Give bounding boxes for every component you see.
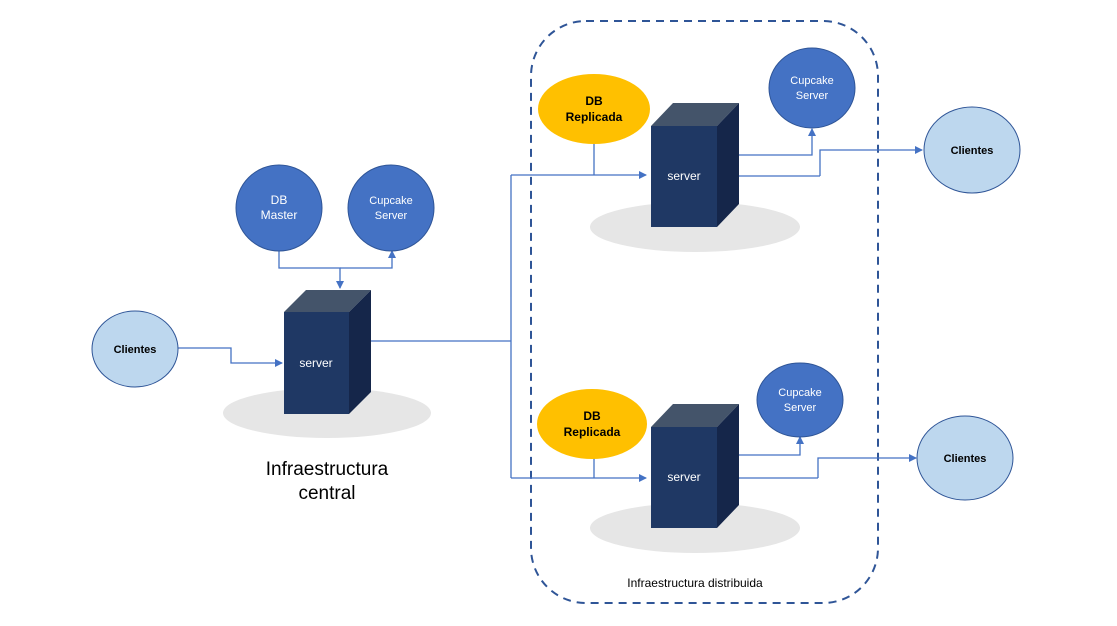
central-server-front	[284, 312, 349, 414]
bottom-clients-node: Clientes	[916, 415, 1014, 501]
top-clients-node: Clientes	[923, 106, 1021, 194]
connector-bottom-clients-out	[817, 454, 917, 478]
top-db-replica-line1: DB	[585, 94, 603, 108]
top-cupcake-line1: Cupcake	[790, 75, 833, 87]
bottom-clients-label: Clientes	[944, 453, 987, 465]
central-infra-title-line2: central	[298, 483, 355, 504]
central-cupcake-node: Cupcake Server	[347, 164, 435, 252]
distributed-infrastructure-boundary	[530, 20, 879, 604]
bottom-cupcake-line2: Server	[784, 402, 817, 414]
db-master-line2: Master	[261, 208, 298, 222]
top-cupcake-node: Cupcake Server	[768, 47, 856, 129]
bottom-server-top	[651, 404, 739, 427]
top-server-side	[717, 103, 739, 227]
central-infra-title-line1: Infraestructura	[266, 459, 389, 480]
connector-bottom-cupcake	[739, 436, 804, 456]
db-master-node: DB Master	[235, 164, 323, 252]
bottom-server-side	[717, 404, 739, 528]
top-server-front	[651, 126, 717, 227]
top-cupcake-line2: Server	[796, 90, 829, 102]
bottom-db-replica-line2: Replicada	[564, 425, 621, 439]
central-clients-label: Clientes	[114, 344, 157, 356]
bottom-db-replica-line1: DB	[583, 409, 601, 423]
bottom-server: server	[651, 404, 739, 528]
central-server-side	[349, 290, 371, 414]
central-clients-node: Clientes	[91, 310, 179, 388]
connector-top-clients-out	[819, 146, 923, 176]
central-server-top	[284, 290, 371, 312]
top-server-top	[651, 103, 739, 126]
db-master-line1: DB	[271, 193, 288, 207]
central-cupcake-line1: Cupcake	[369, 195, 412, 207]
top-clients-label: Clientes	[951, 145, 994, 157]
central-cupcake-line2: Server	[375, 210, 408, 222]
bottom-cupcake-node: Cupcake Server	[756, 362, 844, 438]
central-server: server	[284, 290, 371, 414]
connector-dbmaster-central	[278, 246, 344, 289]
connector-central-cupcake	[340, 250, 396, 269]
connector-clients-central	[178, 347, 283, 367]
bottom-db-replica-node: DB Replicada	[537, 389, 647, 459]
top-db-replica-line2: Replicada	[566, 110, 623, 124]
bottom-cupcake-line1: Cupcake	[778, 387, 821, 399]
top-db-replica-node: DB Replicada	[538, 74, 650, 144]
distributed-infra-title: Infraestructura distribuida	[627, 576, 763, 590]
central-server-label: server	[299, 356, 332, 370]
top-server-label: server	[667, 169, 700, 183]
bottom-server-label: server	[667, 470, 700, 484]
connector-top-cupcake	[739, 128, 816, 156]
top-server: server	[651, 103, 739, 227]
bottom-server-front	[651, 427, 717, 528]
